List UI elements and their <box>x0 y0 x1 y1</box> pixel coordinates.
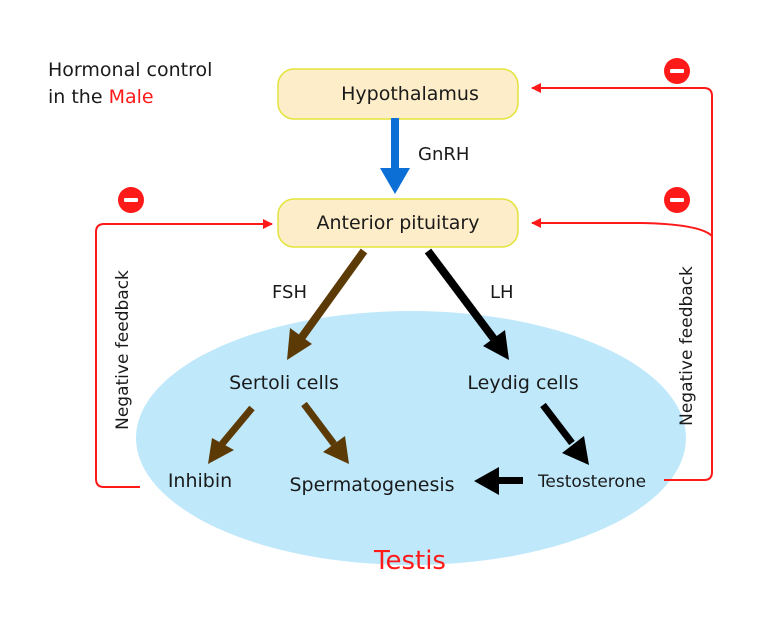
inhibin-label: Inhibin <box>168 470 232 492</box>
minus-icon <box>664 187 690 213</box>
testosterone-label: Testosterone <box>537 472 646 492</box>
right-feedback-line-pituitary <box>531 218 713 237</box>
testis-label: Testis <box>373 546 446 576</box>
minus-icon <box>664 58 690 84</box>
fsh-label: FSH <box>272 282 307 303</box>
title-line1: Hormonal control <box>48 59 212 81</box>
title-prefix: in the <box>48 86 109 108</box>
fsh-arrow <box>287 248 368 360</box>
leydig-cells-label: Leydig cells <box>467 372 578 394</box>
right-feedback-line-hypothalamus <box>531 83 713 481</box>
sertoli-to-spermatogenesis-arrow <box>301 401 349 464</box>
leydig-to-testosterone-arrow <box>540 402 589 465</box>
title-highlight: Male <box>109 86 154 108</box>
title-line2: in the Male <box>48 86 154 108</box>
gnrh-arrow <box>380 118 410 194</box>
right-feedback-label: Negative feedback <box>677 266 697 426</box>
lh-arrow <box>424 248 509 360</box>
anterior-pituitary-box <box>277 198 519 248</box>
left-feedback-label: Negative feedback <box>113 270 133 430</box>
anterior-pituitary-label: Anterior pituitary <box>316 212 479 234</box>
lh-label: LH <box>490 282 514 303</box>
testis-region <box>136 311 686 565</box>
testosterone-to-spermatogenesis-arrow <box>474 467 523 495</box>
sertoli-to-inhibin-arrow <box>208 405 255 464</box>
minus-icon <box>118 187 144 213</box>
spermatogenesis-label: Spermatogenesis <box>289 474 454 496</box>
left-feedback-line <box>95 219 273 488</box>
gnrh-label: GnRH <box>418 144 469 165</box>
hypothalamus-label: Hypothalamus <box>341 83 479 105</box>
sertoli-cells-label: Sertoli cells <box>229 372 339 394</box>
